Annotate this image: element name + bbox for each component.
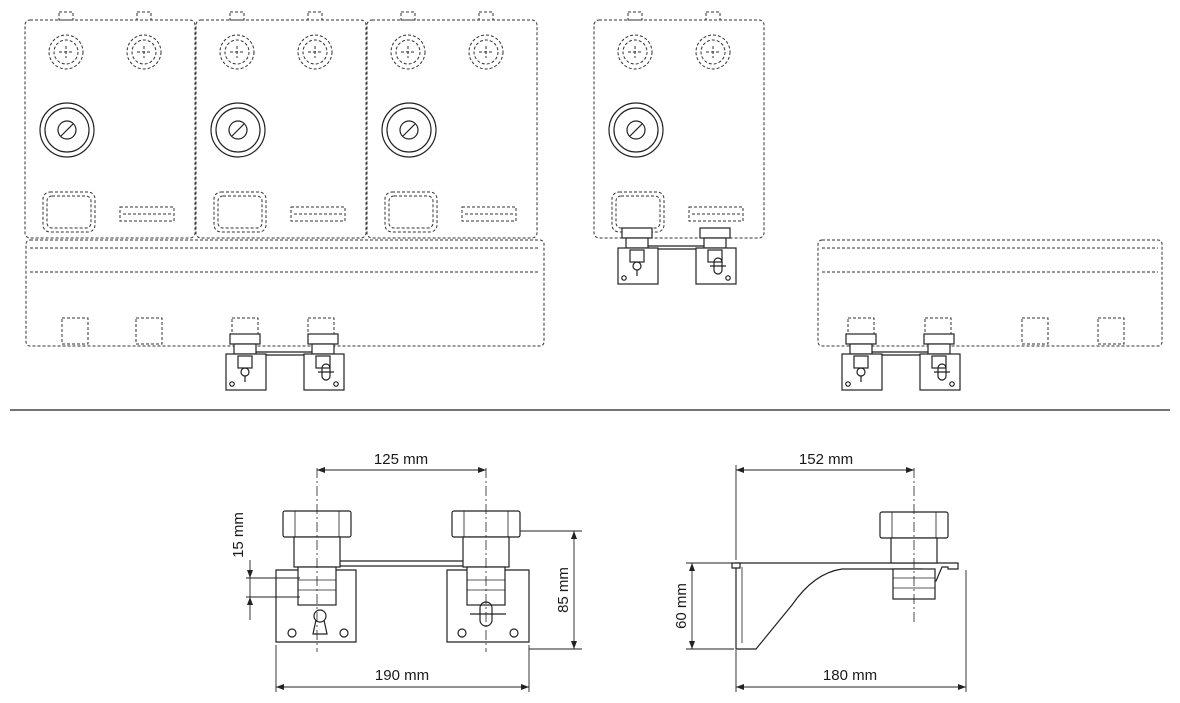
dimension-label-wall-distance-top: 152 mm bbox=[799, 451, 853, 468]
bracket-side-view bbox=[731, 468, 959, 650]
dimension-label-bracket-width: 190 mm bbox=[375, 667, 429, 684]
bracket-front-view bbox=[275, 468, 530, 652]
multi-unit-assembly bbox=[24, 11, 545, 391]
single-unit-assembly bbox=[593, 11, 765, 285]
dimension-label-wall-distance-bottom: 180 mm bbox=[823, 667, 877, 684]
dimension-60: 60 mm bbox=[673, 562, 734, 650]
dimension-180: 180 mm bbox=[735, 570, 967, 692]
dimension-190: 190 mm bbox=[275, 645, 530, 692]
dimension-label-upper-offset: 15 mm bbox=[230, 512, 247, 558]
dimension-85: 85 mm bbox=[520, 530, 582, 650]
base-only-assembly bbox=[817, 239, 1163, 391]
dimension-label-side-height: 60 mm bbox=[673, 583, 690, 629]
dimension-label-pipe-spacing: 125 mm bbox=[374, 451, 428, 468]
dimension-label-bracket-height: 85 mm bbox=[555, 567, 572, 613]
dimension-125: 125 mm bbox=[317, 451, 486, 473]
dimension-152: 152 mm bbox=[735, 451, 914, 560]
dimension-15: 15 mm bbox=[230, 512, 300, 620]
